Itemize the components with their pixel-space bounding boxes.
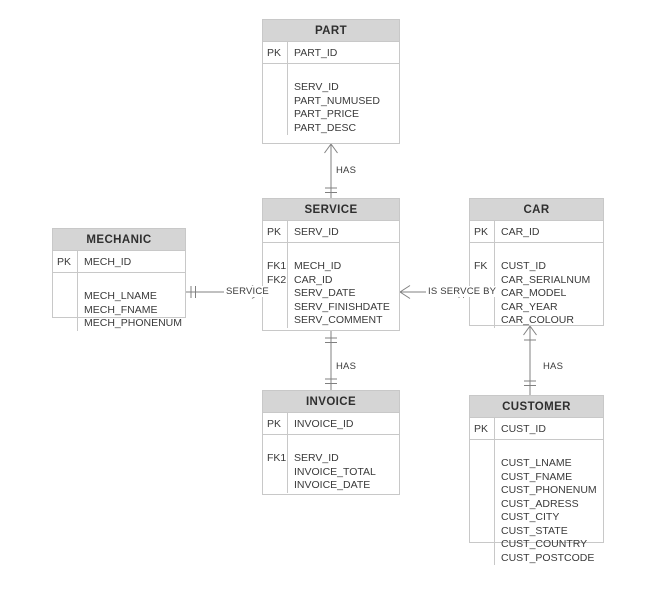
pk-marker: PK <box>267 418 282 430</box>
entity-attribute: CUST_FNAME <box>501 470 573 483</box>
entity-attribute: CAR_SERIALNUM <box>501 273 591 286</box>
relationship-label-car-customer: HAS <box>541 361 566 372</box>
pk-marker: PK <box>57 256 72 268</box>
relationship-label-service-invoice: HAS <box>334 361 359 372</box>
entity-title-mechanic: MECHANIC <box>53 229 185 251</box>
pk-attribute: CUST_ID <box>501 423 546 435</box>
entity-attribute: CUST_STATE <box>501 524 568 537</box>
entity-pk-section-part: PK PART_ID <box>263 42 399 64</box>
entity-title-part: PART <box>263 20 399 42</box>
fk-marker: FK1 <box>267 452 287 464</box>
attribute-key-column-mechanic <box>53 273 78 331</box>
entity-attribute: CAR_YEAR <box>501 300 558 313</box>
pk-attribute-column-invoice: INVOICE_ID <box>288 413 399 434</box>
fk-marker: FK <box>474 260 488 272</box>
entity-attribute: SERV_FINISHDATE <box>294 300 390 313</box>
entity-attribute: INVOICE_TOTAL <box>294 465 376 478</box>
entity-pk-section-service: PK SERV_ID <box>263 221 399 243</box>
entity-attribute: MECH_LNAME <box>84 290 157 302</box>
entity-attribute: INVOICE_DATE <box>294 479 371 491</box>
attribute-key-column-customer <box>470 440 495 565</box>
entity-attribute: SERV_ID <box>294 452 339 464</box>
pk-key-column-customer: PK <box>470 418 495 439</box>
entity-title-car: CAR <box>470 199 603 221</box>
entity-attribute: CUST_ID <box>501 260 546 272</box>
pk-key-column-mechanic: PK <box>53 251 78 272</box>
pk-attribute-column-service: SERV_ID <box>288 221 399 242</box>
entity-attribute: SERV_DATE <box>294 287 356 299</box>
entity-attribute: PART_PRICE <box>294 108 359 120</box>
entity-attribute: PART_DESC <box>294 121 357 134</box>
entity-title-customer: CUSTOMER <box>470 396 603 418</box>
relationship-label-part-service: HAS <box>334 165 359 176</box>
entity-pk-section-invoice: PK INVOICE_ID <box>263 413 399 435</box>
pk-attribute-column-car: CAR_ID <box>495 221 603 242</box>
entity-attribute: PART_NUMUSED <box>294 94 380 107</box>
entity-attribute: MECH_ID <box>294 260 342 272</box>
pk-key-column-service: PK <box>263 221 288 242</box>
pk-attribute: MECH_ID <box>84 256 132 268</box>
pk-attribute: INVOICE_ID <box>294 418 354 430</box>
attribute-key-column-part <box>263 64 288 135</box>
entity-title-service: SERVICE <box>263 199 399 221</box>
entity-attribute: CAR_ID <box>294 273 333 286</box>
attribute-key-column-car: FK <box>470 243 495 328</box>
entity-attribute: CUST_COUNTRY <box>501 538 588 550</box>
pk-attribute-column-customer: CUST_ID <box>495 418 603 439</box>
connector-car-customer <box>523 325 537 395</box>
pk-marker: PK <box>474 423 489 435</box>
entity-pk-section-car: PK CAR_ID <box>470 221 603 243</box>
pk-key-column-car: PK <box>470 221 495 242</box>
pk-attribute-column-mechanic: MECH_ID <box>78 251 185 272</box>
pk-marker: PK <box>474 226 489 238</box>
entity-pk-section-customer: PK CUST_ID <box>470 418 603 440</box>
entity-attribute: SERV_ID <box>294 81 339 93</box>
entity-attribute: MECH_FNAME <box>84 303 158 316</box>
entity-attribute: MECH_PHONENUM <box>84 317 183 329</box>
pk-attribute: SERV_ID <box>294 226 339 238</box>
relationship-label-car-service: IS SERVCE BY <box>426 286 499 297</box>
entity-attribute: CUST_POSTCODE <box>501 551 595 564</box>
relationship-label-mechanic-service: SERVICE <box>224 286 271 297</box>
entity-attribute: CAR_MODEL <box>501 287 567 299</box>
pk-attribute: PART_ID <box>294 47 338 59</box>
pk-key-column-part: PK <box>263 42 288 63</box>
entity-attribute: CUST_LNAME <box>501 457 572 469</box>
pk-marker: PK <box>267 226 282 238</box>
entity-pk-section-mechanic: PK MECH_ID <box>53 251 185 273</box>
attribute-key-column-invoice: FK1 <box>263 435 288 493</box>
pk-attribute: CAR_ID <box>501 226 540 238</box>
entity-attribute: CUST_ADRESS <box>501 497 579 510</box>
pk-key-column-invoice: PK <box>263 413 288 434</box>
fk-marker: FK2 <box>267 273 287 286</box>
entity-attribute: CAR_COLOUR <box>501 314 574 326</box>
entity-attribute: CUST_CITY <box>501 511 560 523</box>
pk-marker: PK <box>267 47 282 59</box>
fk-marker: FK1 <box>267 260 287 272</box>
entity-attribute: SERV_COMMENT <box>294 314 383 326</box>
entity-title-invoice: INVOICE <box>263 391 399 413</box>
entity-attribute: CUST_PHONENUM <box>501 484 597 496</box>
pk-attribute-column-part: PART_ID <box>288 42 399 63</box>
